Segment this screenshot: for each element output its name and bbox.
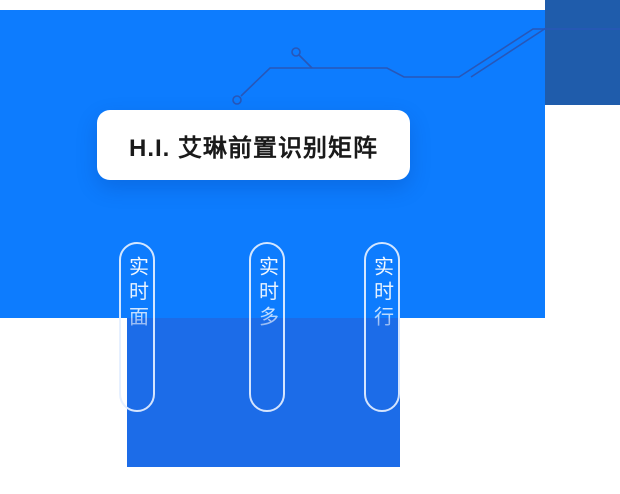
feature-capsule-label: 实时多 xyxy=(255,256,278,331)
feature-capsule-3: 实时行 xyxy=(364,242,400,412)
feature-capsule-label: 实时面 xyxy=(125,256,148,331)
feature-capsule-1: 实时面 xyxy=(119,242,155,412)
feature-capsule-label: 实时行 xyxy=(370,256,393,331)
page-title: H.I. 艾琳前置识别矩阵 xyxy=(128,134,378,162)
corner-accent-block xyxy=(545,0,620,105)
title-card: H.I. 艾琳前置识别矩阵 xyxy=(97,110,410,180)
feature-capsule-2: 实时多 xyxy=(249,242,285,412)
